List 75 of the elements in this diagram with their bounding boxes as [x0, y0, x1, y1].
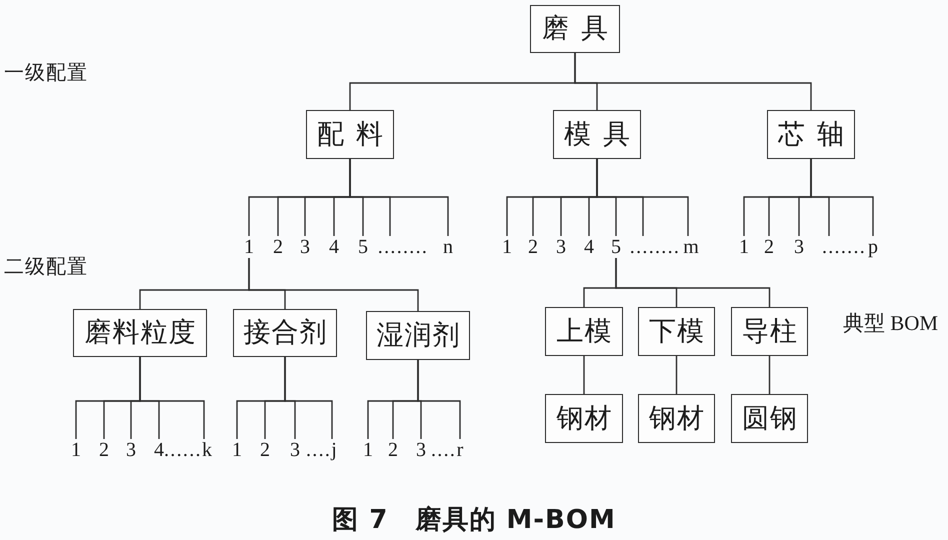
connector-line	[810, 159, 874, 236]
part-name: 模具	[563, 118, 642, 150]
part-box	[731, 394, 808, 443]
item-number: 1	[244, 236, 254, 258]
part-name: 磨具	[541, 13, 620, 45]
ellipsis-mark: ....	[431, 439, 456, 461]
part-box	[73, 309, 207, 357]
item-number: 3	[126, 439, 136, 461]
connector-line	[417, 360, 461, 439]
item-number: k	[202, 439, 212, 461]
item-number: 1	[502, 236, 512, 258]
item-number: 2	[273, 236, 283, 258]
item-number: 2	[528, 236, 538, 258]
item-number: 3	[556, 236, 566, 258]
part-name: 钢材	[556, 402, 612, 434]
item-number: 3	[300, 236, 310, 258]
figure-caption: 图 7 磨具的 M-BOM	[332, 505, 616, 535]
item-number: 3	[416, 439, 426, 461]
part-box	[545, 307, 623, 356]
part-box	[306, 110, 394, 159]
note-label: 典型 BOM	[843, 310, 938, 336]
part-name: 钢材	[648, 402, 705, 434]
part-name: 导柱	[741, 316, 798, 348]
connector-line	[583, 356, 585, 394]
ellipsis-mark: ........	[630, 236, 680, 258]
item-number: 2	[388, 439, 398, 461]
item-number: m	[683, 236, 699, 258]
connector-line	[248, 258, 419, 311]
part-name: 下模	[648, 316, 705, 348]
level-label: 一级配置	[4, 61, 88, 86]
connector-line	[574, 53, 812, 110]
part-box	[638, 394, 715, 443]
part-box	[366, 311, 470, 360]
part-name: 接合剂	[242, 317, 328, 349]
part-name: 配料	[316, 118, 395, 150]
part-name: 磨料粒度	[84, 317, 196, 349]
item-number: 1	[363, 439, 373, 461]
part-box	[731, 307, 808, 356]
item-number: 2	[260, 439, 270, 461]
level-label: 二级配置	[4, 255, 88, 280]
item-number: j	[331, 439, 337, 461]
part-name: 上模	[556, 316, 612, 348]
item-number: 3	[794, 236, 804, 258]
part-box	[233, 309, 337, 357]
part-box	[553, 110, 641, 159]
ellipsis-mark: ........	[378, 236, 428, 258]
item-number: p	[868, 236, 878, 258]
item-number: 1	[739, 236, 749, 258]
ellipsis-mark: ......	[164, 439, 202, 461]
part-box	[767, 110, 855, 159]
part-box	[638, 307, 715, 356]
item-number: 3	[290, 439, 300, 461]
ellipsis-mark: .......	[822, 236, 866, 258]
ellipsis-mark: ....	[306, 439, 332, 461]
item-number: 5	[358, 236, 368, 258]
item-number: 1	[232, 439, 242, 461]
connector-line	[615, 258, 770, 307]
connector-line	[676, 356, 678, 394]
item-number: r	[456, 439, 464, 461]
item-number: n	[443, 236, 453, 258]
part-name: 芯轴	[777, 118, 856, 150]
item-number: 4	[584, 236, 594, 258]
connector-line	[139, 357, 205, 439]
part-box	[545, 394, 623, 443]
item-number: 1	[71, 439, 81, 461]
connector-line	[284, 357, 333, 439]
item-number: 4	[154, 439, 164, 461]
item-number: 5	[611, 236, 621, 258]
item-number: 2	[764, 236, 774, 258]
part-name: 湿润剂	[376, 320, 460, 352]
connector-line	[768, 356, 770, 394]
part-name: 圆钢	[741, 402, 798, 434]
part-box	[530, 5, 620, 53]
item-number: 4	[329, 236, 339, 258]
item-number: 2	[99, 439, 109, 461]
